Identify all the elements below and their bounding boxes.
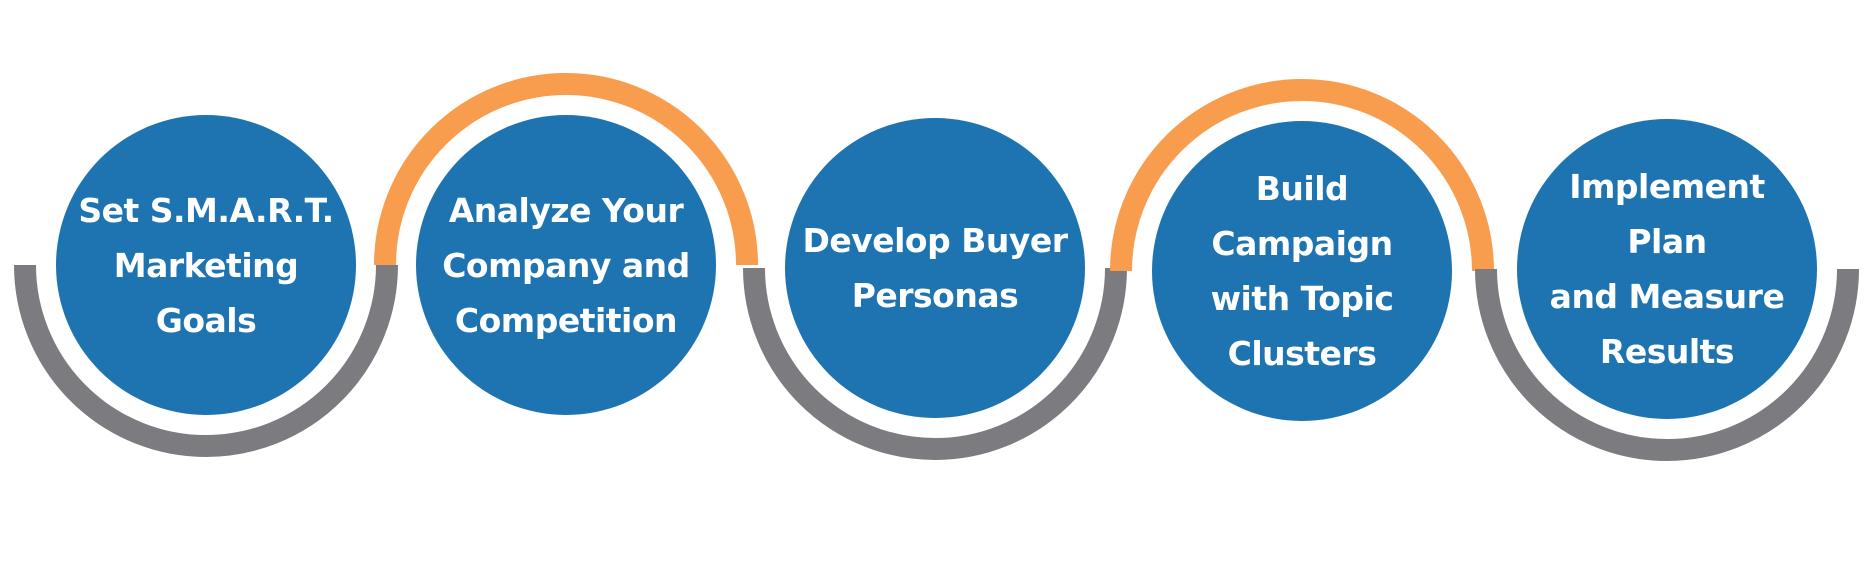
step-3-circle <box>785 118 1085 418</box>
step-1-bottom-arc <box>14 264 398 457</box>
step-5-bottom-arc <box>1475 268 1859 461</box>
step-1-circle <box>56 115 356 415</box>
step-3-bottom-arc <box>743 267 1127 460</box>
step-4-top-arc <box>1110 79 1494 272</box>
step-4-circle <box>1152 121 1452 421</box>
step-5-circle <box>1517 119 1817 419</box>
step-2-circle <box>416 115 716 415</box>
step-2-top-arc <box>374 73 758 266</box>
